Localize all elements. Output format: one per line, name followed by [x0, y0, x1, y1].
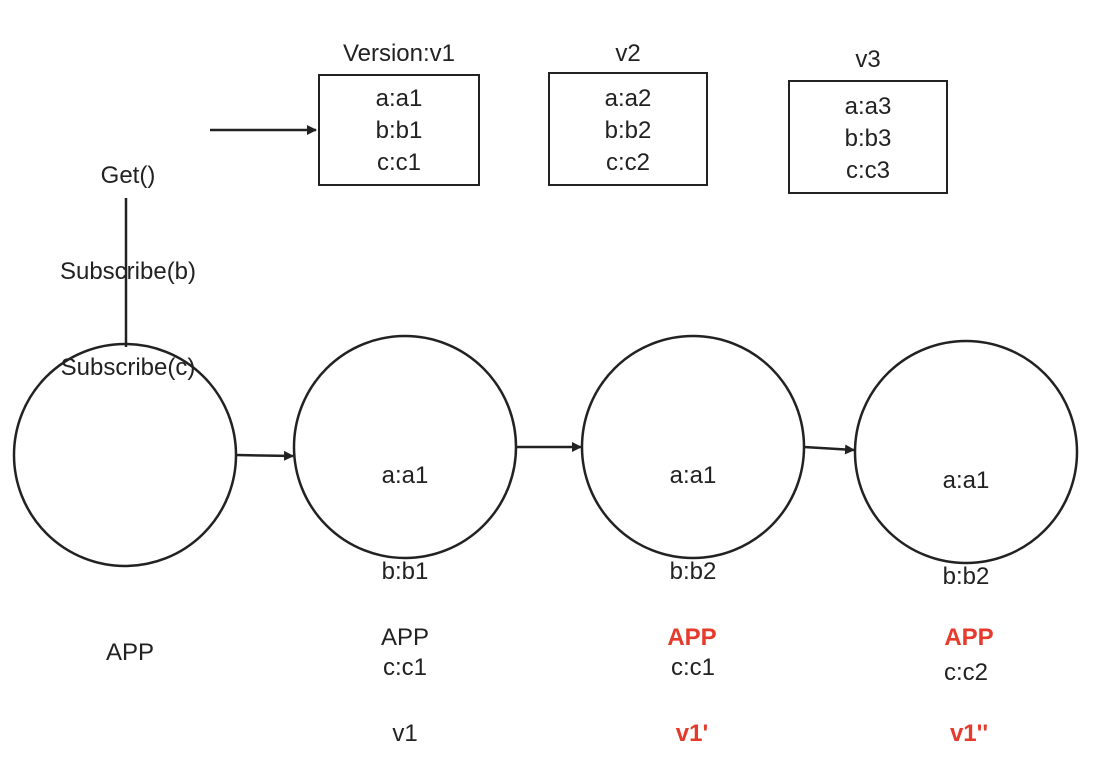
- version-v1-line-c: c:c1: [376, 149, 421, 176]
- version-v2-line-b: b:b2: [604, 117, 652, 144]
- version-v2-line-a: a:a2: [604, 85, 652, 112]
- app-2-label-version: v1': [675, 720, 709, 747]
- version-v1-title: Version:v1: [342, 40, 456, 67]
- version-v1-line-a: a:a1: [375, 85, 423, 112]
- operation-get: Get(): [100, 162, 156, 189]
- app-0-to-1-arrow: [235, 450, 294, 461]
- app-1-label-name: APP: [380, 624, 430, 651]
- version-v3-title: v3: [855, 46, 881, 73]
- app-3-label: APP v1'': [909, 558, 1029, 782]
- app-1-line-a: a:a1: [381, 462, 429, 489]
- app-3-line-b: b:b2: [942, 563, 990, 590]
- version-v2-title: v2: [615, 40, 641, 67]
- operation-subscribe-b: Subscribe(b): [59, 258, 197, 285]
- app-3-label-name: APP: [944, 624, 994, 651]
- app-1-label-version: v1: [392, 720, 418, 747]
- app-1-line-b: b:b1: [381, 558, 429, 585]
- app-2-label: APP v1': [632, 558, 752, 782]
- version-v3-box: a:a3 b:b3 c:c3: [788, 80, 948, 194]
- app-2-line-b: b:b2: [669, 558, 717, 585]
- diagram-canvas: [12, 125, 1079, 568]
- version-v2-box: a:a2 b:b2 c:c2: [548, 72, 708, 186]
- version-v1-box: a:a1 b:b1 c:c1: [318, 74, 480, 186]
- app-0-label: APP: [70, 573, 190, 701]
- app-2-to-3-arrow: [803, 444, 855, 455]
- app-2-line-a: a:a1: [669, 462, 717, 489]
- operation-subscribe-c: Subscribe(c): [60, 354, 196, 381]
- version-v3-line-b: b:b3: [844, 125, 892, 152]
- app-3-line-a: a:a1: [942, 467, 990, 494]
- version-v3-line-c: c:c3: [845, 157, 890, 184]
- app-3-label-version: v1'': [949, 720, 989, 747]
- version-v3-line-a: a:a3: [844, 93, 892, 120]
- operations-text: Get() Subscribe(b) Subscribe(c): [38, 96, 218, 416]
- app-1-label: APP v1: [345, 558, 465, 782]
- app-0-label-name: APP: [105, 639, 155, 666]
- app-circle-3: [853, 339, 1079, 565]
- version-v1-line-b: b:b1: [375, 117, 423, 144]
- version-v2-line-c: c:c2: [605, 149, 650, 176]
- app-2-label-name: APP: [667, 624, 717, 651]
